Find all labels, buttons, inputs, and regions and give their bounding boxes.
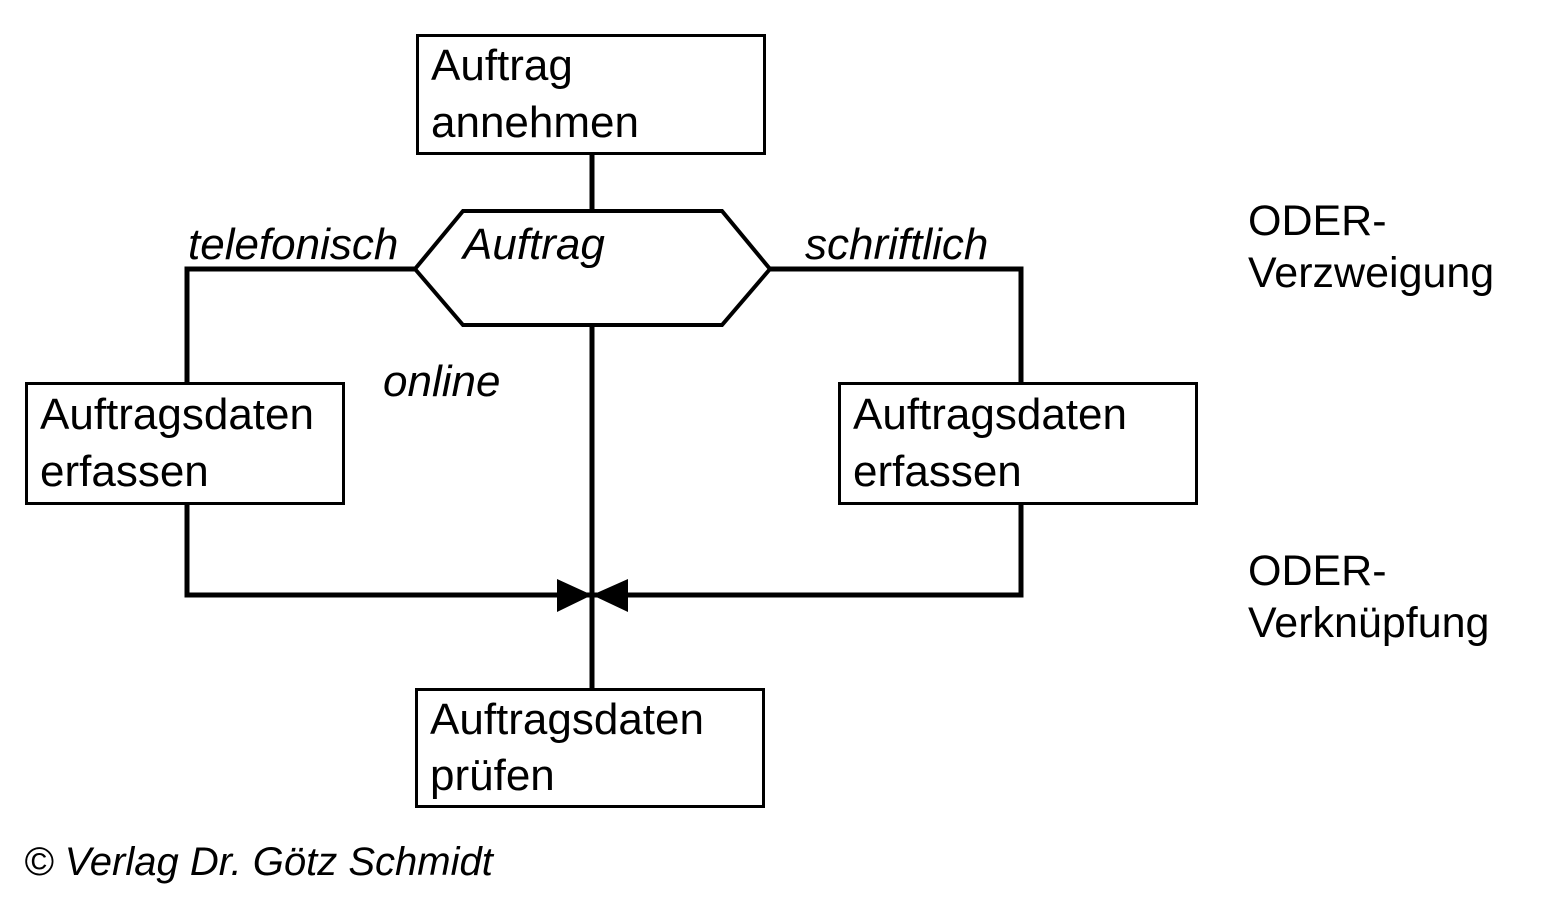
annotation-line-2: Verknüpfung [1248,598,1490,647]
connector-hex-to-left-box [184,266,415,382]
edge-label-telefonisch: telefonisch [188,220,399,269]
node-auftragsdaten-erfassen-right[interactable]: Auftragsdaten erfassen [838,382,1198,505]
edge-label-schriftlich: schriftlich [805,220,989,269]
connector-hex-to-right-box [770,266,1024,382]
edge-label-online: online [383,357,501,406]
copyright-notice: © Verlag Dr. Götz Schmidt [24,840,493,884]
annotation-line-1: ODER- [1248,197,1387,245]
node-line-2: erfassen [853,446,1022,496]
annotation-oder-verzweigung: ODER- Verzweigung [1248,196,1494,299]
connector-right-box-to-junction [592,505,1024,598]
node-line-1: Auftrag [431,41,573,91]
annotation-oder-verknuepfung: ODER- Verknüpfung [1248,546,1489,649]
annotation-line-1: ODER- [1248,547,1387,595]
junction-arrowhead-right-icon [592,579,628,612]
node-line-2: prüfen [430,751,555,800]
decision-hexagon-label: Auftrag [463,220,605,269]
node-auftragsdaten-pruefen[interactable]: Auftragsdaten prüfen [415,688,765,808]
node-line-2: annehmen [431,97,639,147]
junction-arrowhead-left-icon [557,579,592,612]
node-line-1: Auftragsdaten [40,390,314,440]
node-line-1: Auftragsdaten [853,390,1127,440]
node-auftragsdaten-erfassen-left[interactable]: Auftragsdaten erfassen [25,382,345,505]
node-line-1: Auftragsdaten [430,694,704,744]
node-line-2: erfassen [40,446,209,496]
annotation-line-2: Verzweigung [1248,248,1495,297]
connector-left-box-to-junction [184,505,592,598]
node-auftrag-annehmen[interactable]: Auftrag annehmen [416,34,766,155]
